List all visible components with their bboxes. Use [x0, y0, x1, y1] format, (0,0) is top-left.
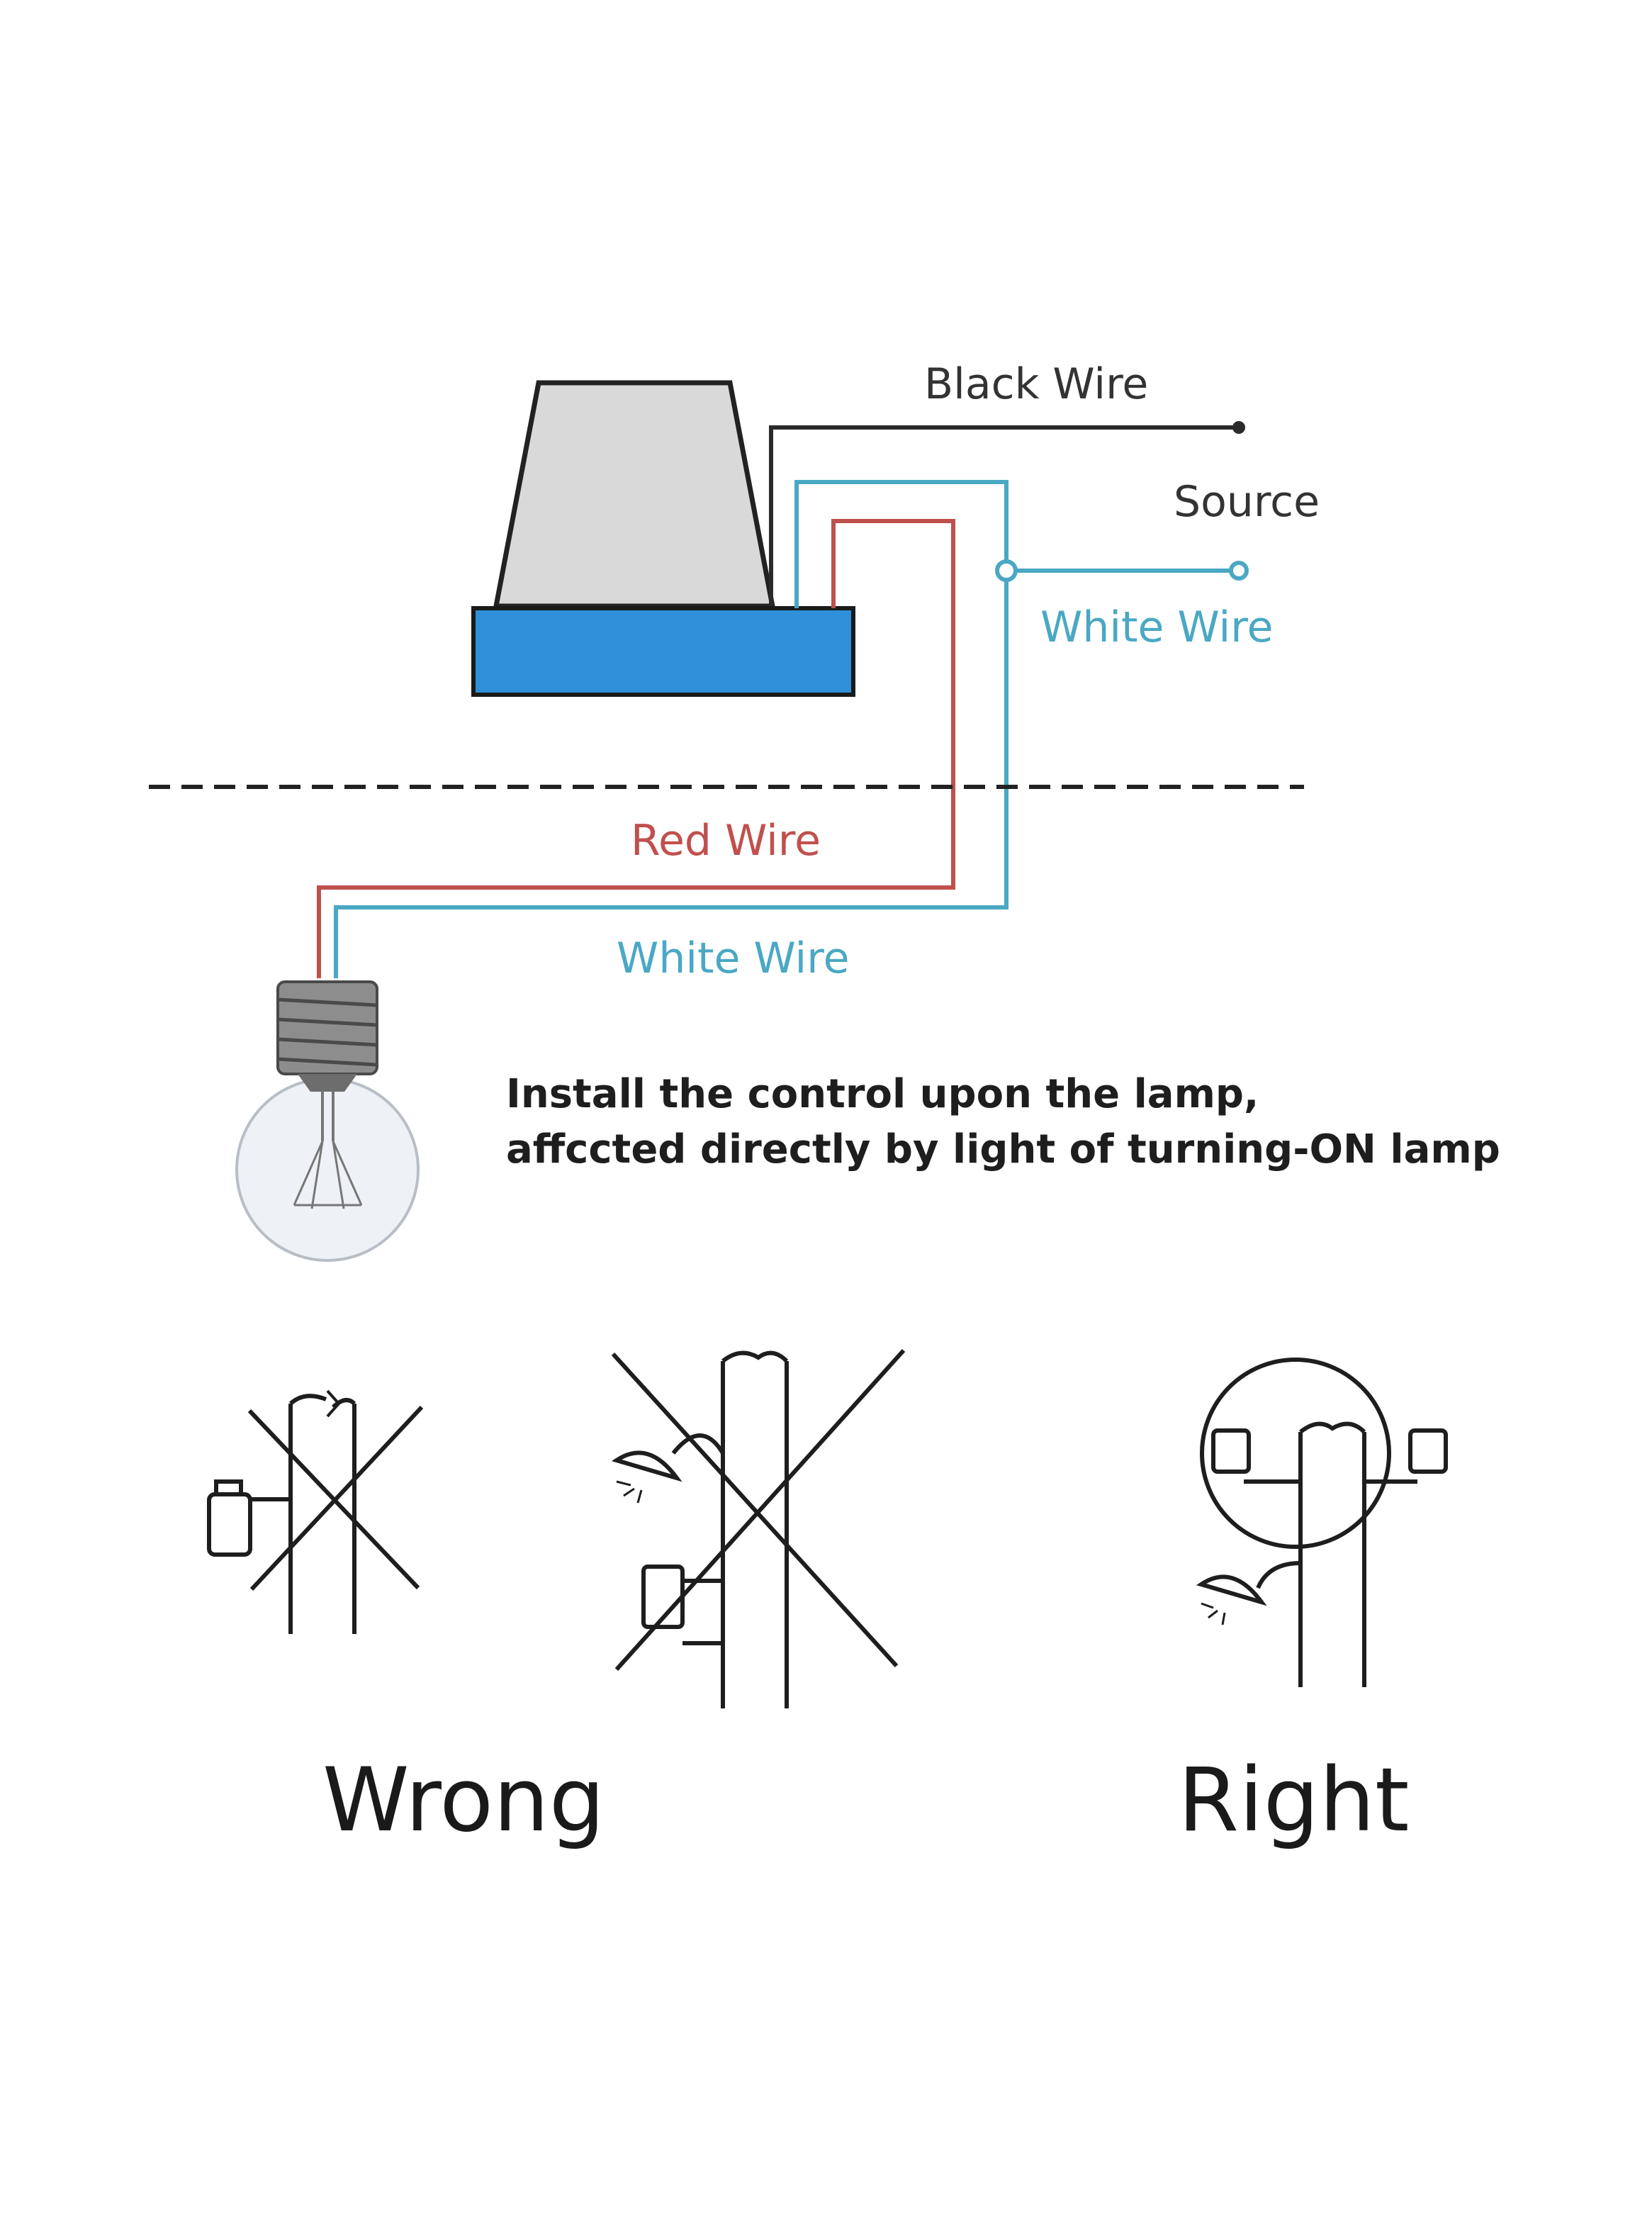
black-wire-label: Black Wire — [924, 359, 1149, 409]
street-lamp-icon — [1196, 1574, 1267, 1606]
white-wire-junction — [995, 559, 1018, 582]
street-lamp-icon — [611, 1450, 682, 1482]
white-wire-terminal — [1229, 561, 1249, 581]
wrong-example-1 — [207, 1389, 424, 1634]
wrong-example-2 — [611, 1348, 906, 1708]
photocell-sensor-icon — [471, 380, 855, 697]
black-wire — [769, 425, 1239, 606]
white-wire-top-label: White Wire — [1040, 603, 1274, 652]
source-label: Source — [1174, 477, 1320, 527]
white-wire-loop — [334, 480, 1008, 978]
white-wire-bottom-label: White Wire — [617, 934, 850, 983]
installation-note-line2: affccted directly by light of turning-ON… — [506, 1126, 1500, 1173]
photocell-sensor-icon — [207, 1492, 252, 1557]
red-wire — [317, 519, 955, 978]
installation-note: Install the control upon the lamp, affcc… — [506, 1067, 1500, 1177]
right-example — [1196, 1358, 1448, 1687]
installation-note-line1: Install the control upon the lamp, — [506, 1071, 1259, 1117]
red-wire-label: Red Wire — [631, 816, 821, 866]
black-wire-terminal — [1232, 421, 1245, 434]
cross-mark-icon — [611, 1352, 899, 1668]
right-label: Right — [1178, 1750, 1410, 1852]
circle-highlight-icon — [1200, 1358, 1391, 1549]
wrong-label: Wrong — [322, 1750, 605, 1852]
light-bulb-icon — [235, 980, 420, 1262]
photocell-sensor-icon — [1211, 1428, 1251, 1474]
